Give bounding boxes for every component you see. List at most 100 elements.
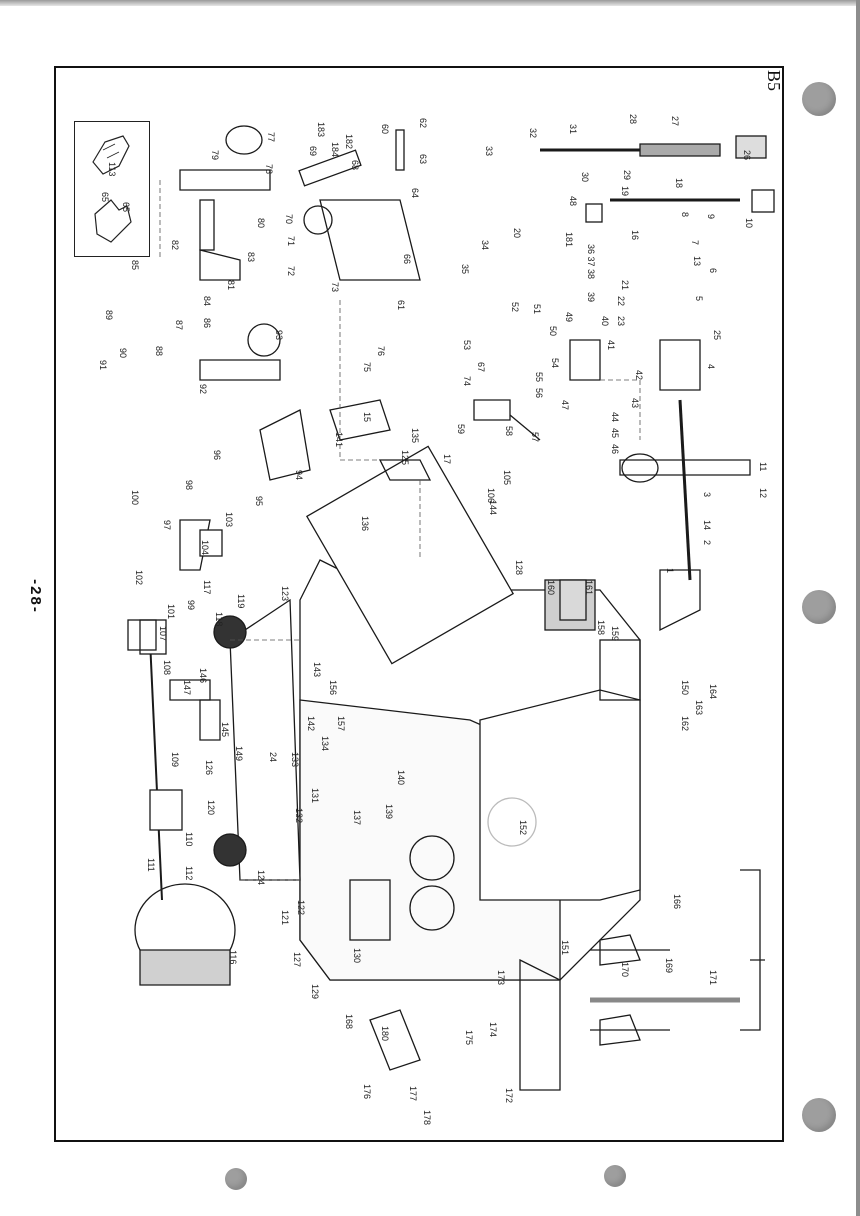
diagram-frame (54, 66, 784, 1142)
part-label: 53 (462, 340, 472, 351)
part-label: 150 (680, 680, 690, 696)
part-label: 130 (352, 948, 362, 964)
part-label: 139 (384, 804, 394, 820)
part-label: 14 (702, 520, 712, 531)
part-label: 133 (290, 752, 300, 768)
part-label: 74 (462, 376, 472, 387)
part-label: 127 (292, 952, 302, 968)
handwheel-hub (139, 949, 231, 986)
part-label: 100 (130, 490, 140, 506)
part-label: 156 (328, 680, 338, 696)
plate-78 (199, 359, 281, 381)
part-label: 119 (236, 594, 246, 609)
scan-right-edge (856, 0, 860, 1216)
part-label: 81 (226, 280, 236, 291)
part-label: 42 (634, 370, 644, 381)
part-label: 149 (234, 746, 244, 762)
part-label: 78 (264, 164, 274, 175)
part-label: 140 (396, 770, 406, 786)
part-label: 55 (534, 372, 544, 383)
part-label: 142 (306, 716, 316, 732)
part-label: 64 (410, 188, 420, 199)
part-label: 122 (296, 900, 306, 916)
part-label: 10 (744, 218, 754, 229)
main-shaft (149, 639, 163, 901)
part-label: 163 (694, 700, 704, 716)
tension-dial (409, 885, 455, 931)
part-label: 65 (100, 192, 110, 203)
part-label: 181 (564, 232, 574, 248)
part-label: 92 (198, 384, 208, 395)
part-label: 170 (620, 962, 630, 978)
part-label: 177 (408, 1086, 418, 1102)
part-label: 27 (670, 116, 680, 127)
part-label: 13 (692, 256, 702, 267)
rod-57 (509, 414, 541, 441)
plate-149 (599, 639, 641, 701)
part-label: 36 37 38 (586, 244, 596, 280)
shaft-3 (678, 399, 692, 581)
part-label: 158 (596, 620, 606, 636)
part-label: 31 (568, 124, 578, 135)
part-label: 51 (532, 304, 542, 315)
part-label: 141 (334, 432, 344, 448)
block-160 (559, 579, 587, 621)
part-label: 108 (162, 660, 172, 676)
part-label: 59 (456, 424, 466, 435)
access-plate (349, 879, 391, 941)
leader-dashed (600, 379, 641, 440)
part-label: 183 (316, 122, 326, 138)
part-label: 111 (146, 858, 156, 872)
part-label: 118 (214, 612, 224, 627)
part-label: 87 (174, 320, 184, 331)
part-label: 160 (546, 580, 556, 596)
cam-92 (247, 323, 281, 357)
lever-93 (259, 409, 311, 481)
part-label: 89 (104, 310, 114, 321)
part-label: 7 (690, 240, 700, 246)
part-label: 144 (488, 500, 498, 516)
part-label: 174 (488, 1022, 498, 1038)
part-label: 131 (310, 788, 320, 804)
base-plate (519, 958, 561, 1091)
part-label: 67 (476, 362, 486, 373)
part-label: 1 (665, 568, 675, 574)
part-label: 178 (422, 1110, 432, 1126)
part-label: 172 (504, 1088, 514, 1104)
part-label: 5 (694, 296, 704, 302)
part-label: 47 (560, 400, 570, 411)
part-label: 132 (294, 808, 304, 824)
part-label: 125 (400, 450, 410, 466)
part-label: 12 (758, 488, 768, 499)
part-label: 166 (672, 894, 682, 910)
part-label: 88 (154, 346, 164, 357)
part-label: 44 (610, 412, 620, 423)
part-label: 107 (158, 626, 168, 642)
part-label: 101 (166, 604, 176, 620)
part-label: 126 (204, 760, 214, 776)
part-label: 8 (680, 212, 690, 218)
bar-68 (298, 149, 362, 187)
tension-dial (409, 835, 455, 881)
part-label: 84 (202, 296, 212, 307)
bushing-180 (585, 203, 603, 223)
part-label: 60 (380, 124, 390, 135)
part-label: 98 (184, 480, 194, 491)
part-label: 17 (442, 454, 452, 465)
spool-holder (599, 1014, 641, 1046)
part-label: 182 (344, 134, 354, 150)
part-label: 94 (294, 470, 304, 481)
roller-84 (199, 529, 223, 557)
part-label: 102 (134, 570, 144, 586)
crank-81 (199, 249, 241, 281)
part-label: 49 (564, 312, 574, 323)
part-label: 45 (610, 428, 620, 439)
part-label: 6 (708, 268, 718, 274)
part-label: 19 (620, 186, 630, 197)
part-label: 57 (530, 432, 540, 443)
lever-98 (179, 519, 211, 571)
part-label: 9 (706, 214, 716, 220)
part-label: 151 (560, 940, 570, 956)
part-label: 66 (402, 254, 412, 265)
part-label: 34 (480, 240, 490, 251)
